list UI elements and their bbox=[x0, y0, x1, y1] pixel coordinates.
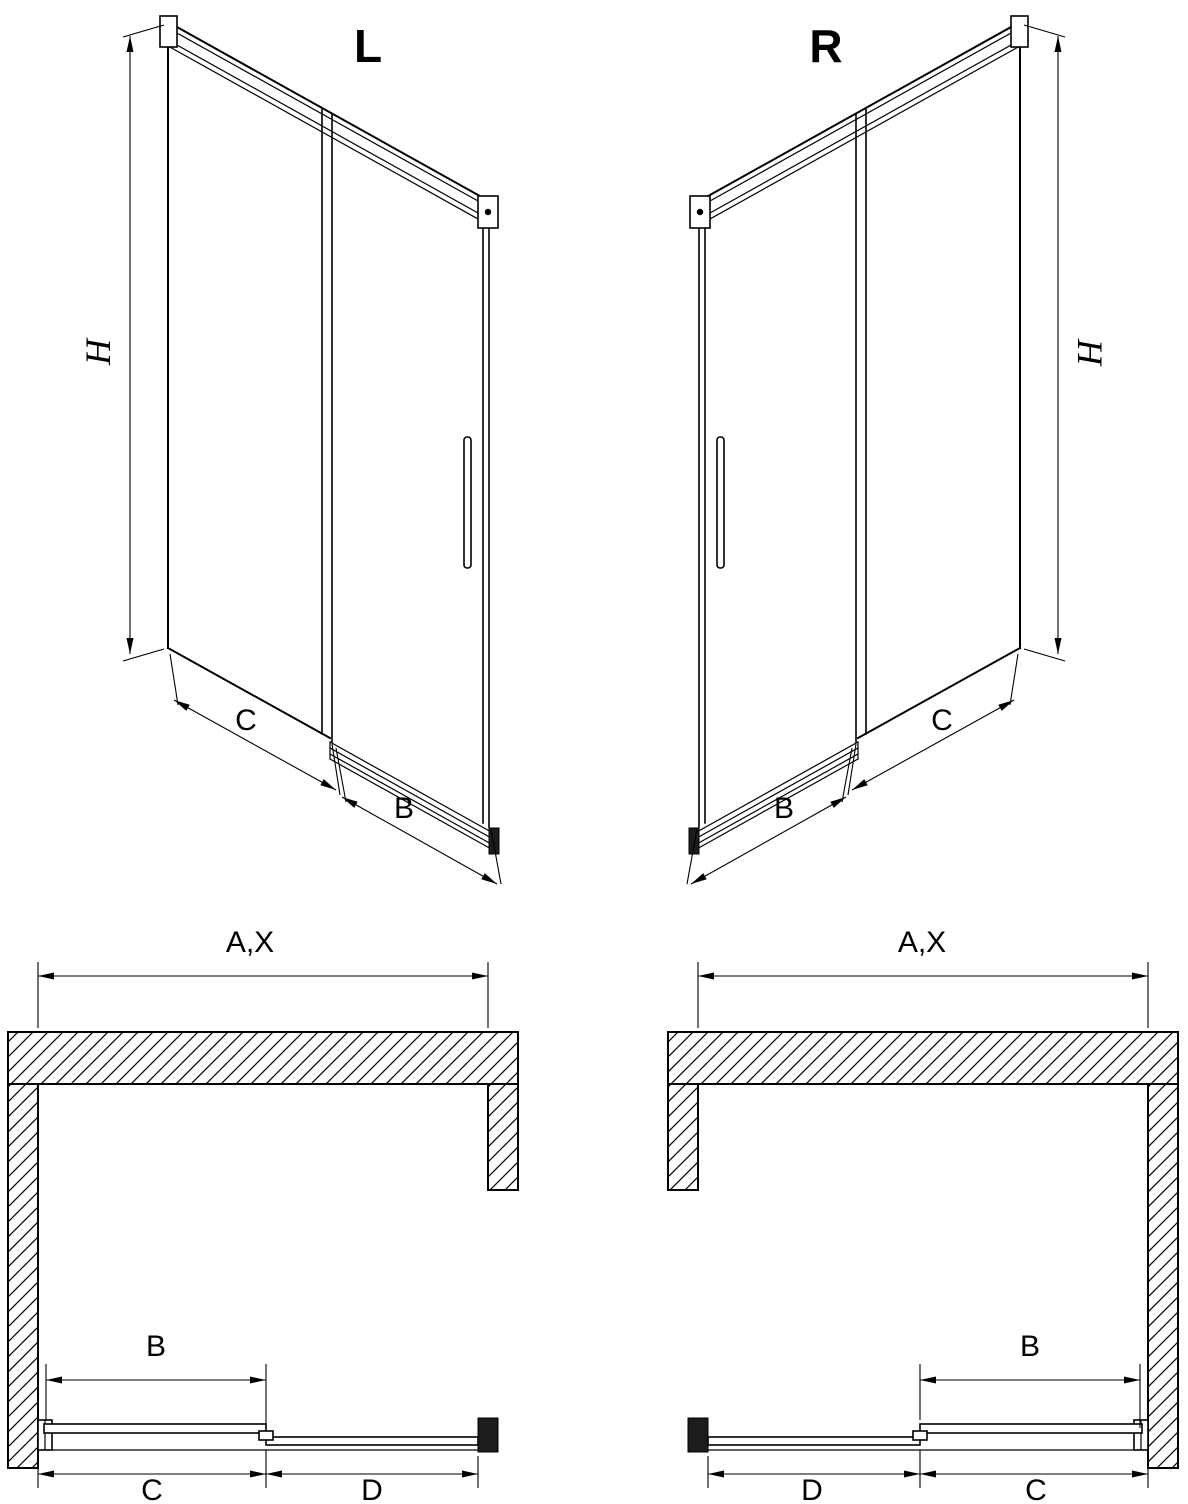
top-rail bbox=[700, 27, 1021, 225]
wall-back bbox=[7, 1031, 519, 1085]
dimension-fixed-width-right: C bbox=[847, 653, 1019, 796]
dimension-bottom-left: D bbox=[707, 1450, 921, 1504]
door-frame-left bbox=[159, 15, 500, 855]
panel-overlap bbox=[258, 1430, 274, 1441]
dim-label-height: H bbox=[78, 337, 118, 366]
plan-view-right: A,X B D C bbox=[667, 926, 1179, 1504]
sliding-panel bbox=[919, 1423, 1143, 1434]
roller-screw bbox=[696, 208, 704, 216]
dimension-bottom-right: D bbox=[266, 1456, 479, 1504]
dim-label-bottom-left: C bbox=[141, 1474, 163, 1504]
fixed-panel bbox=[707, 1436, 921, 1446]
wall-side-right bbox=[487, 1083, 519, 1191]
dimension-bottom-right: C bbox=[920, 1454, 1149, 1504]
dimension-door-width-right: B bbox=[686, 747, 853, 885]
dimension-line bbox=[851, 699, 1015, 791]
dim-label-bottom-right: C bbox=[1025, 1474, 1047, 1504]
door-assembly bbox=[37, 1417, 499, 1453]
extension-lines bbox=[697, 962, 1149, 1028]
extension-lines bbox=[919, 1364, 1141, 1428]
sliding-panel bbox=[43, 1423, 267, 1434]
dimension-bottom-left: C bbox=[37, 1450, 267, 1504]
wall-profile bbox=[477, 1417, 499, 1453]
door-frame-right bbox=[688, 15, 1029, 855]
extension-lines bbox=[122, 24, 165, 662]
door-handle bbox=[716, 436, 725, 569]
extension-lines bbox=[1023, 24, 1066, 662]
dim-label-total-width: A,X bbox=[226, 926, 274, 959]
panel-overlap bbox=[912, 1430, 928, 1441]
dimension-door: B bbox=[919, 1330, 1141, 1428]
dimension-line bbox=[173, 699, 337, 791]
dim-label-bottom-right: D bbox=[361, 1474, 383, 1504]
dimension-total-width: A,X bbox=[37, 926, 489, 1028]
dim-label-door: B bbox=[1020, 1330, 1040, 1363]
iso-right-title: R bbox=[809, 20, 842, 72]
wall-side-left bbox=[7, 1083, 39, 1469]
wall-back bbox=[667, 1031, 1179, 1085]
dim-label-total-width: A,X bbox=[898, 926, 946, 959]
panel-division bbox=[321, 107, 333, 743]
plan-view-left: A,X B C D bbox=[7, 926, 519, 1504]
dimension-line bbox=[690, 796, 847, 885]
fixed-panel bbox=[265, 1436, 479, 1446]
door-edge-profile bbox=[698, 198, 706, 828]
dimension-door: B bbox=[45, 1330, 267, 1428]
wall-side-right bbox=[1147, 1083, 1179, 1469]
dimension-total-width: A,X bbox=[697, 926, 1149, 1028]
dim-label-door-width: B bbox=[774, 792, 794, 825]
walls bbox=[7, 1031, 519, 1469]
dimension-height-left: H bbox=[78, 24, 165, 662]
wall-profile bbox=[687, 1417, 709, 1453]
bottom-rail-foot bbox=[688, 827, 700, 855]
dim-label-bottom-left: D bbox=[801, 1474, 823, 1504]
top-rail bbox=[167, 27, 488, 225]
bottom-rail-foot bbox=[488, 827, 500, 855]
dim-label-door-width: B bbox=[394, 792, 414, 825]
extension-lines bbox=[335, 747, 502, 885]
door-edge-profile bbox=[482, 198, 490, 828]
panel-division bbox=[855, 107, 867, 743]
rail-end-cap bbox=[159, 15, 178, 48]
iso-left-title: L bbox=[354, 20, 382, 72]
door-handle bbox=[463, 436, 472, 569]
dim-label-fixed-width: C bbox=[235, 704, 257, 737]
dim-label-fixed-width: C bbox=[931, 704, 953, 737]
iso-view-left: L H C bbox=[78, 15, 502, 885]
walls bbox=[667, 1031, 1179, 1469]
dimension-height-right: H bbox=[1023, 24, 1110, 662]
extension-lines bbox=[45, 1364, 267, 1428]
dimension-door-width-left: B bbox=[335, 747, 502, 885]
wall-side-left bbox=[667, 1083, 699, 1191]
rail-end-cap bbox=[1010, 15, 1029, 48]
dim-label-height: H bbox=[1070, 338, 1110, 367]
dimension-line bbox=[341, 796, 498, 885]
dimension-fixed-width-left: C bbox=[169, 653, 341, 796]
door-assembly bbox=[687, 1417, 1149, 1453]
iso-view-right: R H C B bbox=[686, 15, 1110, 885]
extension-lines bbox=[686, 747, 853, 885]
roller-screw bbox=[484, 208, 492, 216]
extension-lines bbox=[37, 962, 489, 1028]
dim-label-door: B bbox=[146, 1330, 166, 1363]
